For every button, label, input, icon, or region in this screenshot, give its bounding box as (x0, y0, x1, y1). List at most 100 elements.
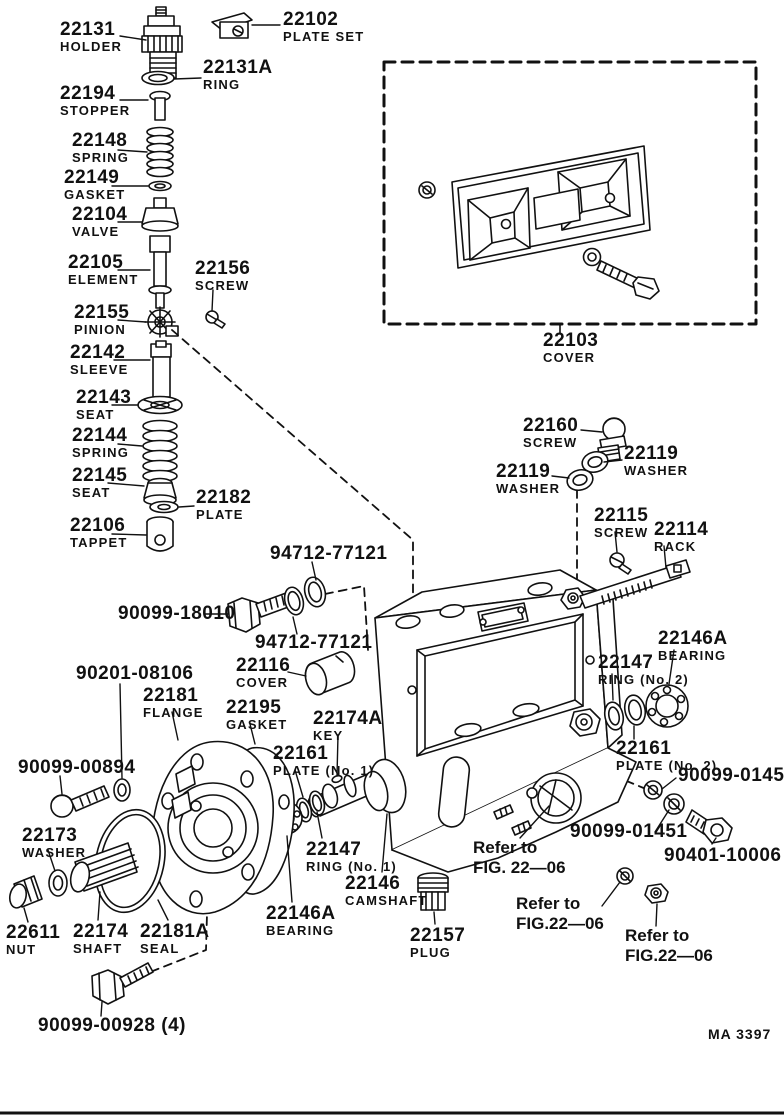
part-number: 22131A (203, 57, 273, 78)
pinion-drawing (144, 306, 179, 338)
part-number: 22611 (6, 922, 61, 943)
part-number: 22142 (70, 342, 126, 363)
label-90201-08106: 90201-08106 (76, 664, 194, 683)
part-number: 22143 (76, 387, 132, 408)
part-number: 22161 (616, 738, 672, 759)
part-name: RING (No. 2) (598, 672, 689, 687)
part-number: 90099-01451 (678, 765, 784, 786)
part-name: SCREW (523, 435, 578, 450)
part-number: 22157 (410, 925, 466, 946)
part-number: 22161 (273, 743, 329, 764)
part-name: CAMSHAFT (345, 893, 428, 908)
part-name: SPRING (72, 445, 130, 460)
label-90099-01451-a: 90099-01451 (678, 766, 784, 785)
part-name: SCREW (594, 525, 649, 540)
part-number: 22144 (72, 425, 128, 446)
part-name: SEAT (76, 407, 115, 422)
ring-22147-no1-drawing (308, 783, 339, 816)
bolt-90099-00928-drawing (91, 962, 154, 1005)
part-number: 22181A (140, 921, 210, 942)
label-90099-01451-b: 90099-01451 (570, 822, 688, 841)
part-name: KEY (313, 728, 344, 743)
part-name: NUT (6, 942, 37, 957)
part-name: TAPPET (70, 535, 128, 550)
note-line: FIG.22—06 (516, 913, 604, 933)
note-line: Refer to (473, 838, 538, 857)
part-name: PLATE (No. 2) (616, 758, 718, 773)
part-number: 22194 (60, 83, 116, 104)
nut-refer3-drawing (644, 883, 669, 904)
note-line: FIG. 22—06 (473, 857, 566, 877)
cover-22116-drawing (304, 651, 356, 696)
part-name: WASHER (22, 845, 87, 860)
plate-22182-drawing (149, 500, 179, 514)
label-90401-10006: 90401-10006 (664, 846, 782, 865)
part-number: 22131 (60, 19, 116, 40)
nut-refer2-drawing (616, 867, 634, 885)
spring-22144-drawing (142, 419, 178, 483)
part-name: FLANGE (143, 705, 204, 720)
label-94712-top: 94712-77121 (270, 544, 388, 563)
seat-22145-drawing (143, 477, 177, 506)
part-name: GASKET (226, 717, 288, 732)
cover-nut-drawing (418, 181, 436, 199)
bolt-90099-18010-drawing (227, 592, 292, 633)
part-number: 22105 (68, 252, 124, 273)
washer-90099-01451-drawing (663, 793, 685, 815)
plate-set-drawing (211, 12, 253, 39)
tappet-drawing (146, 516, 174, 552)
part-number: 90099-00894 (18, 757, 136, 778)
element-drawing (148, 235, 172, 309)
part-number: 22147 (598, 652, 654, 673)
part-name: COVER (543, 350, 596, 365)
gasket-22149-drawing (148, 180, 172, 192)
part-number: 22145 (72, 465, 128, 486)
cover-plate-drawing (451, 145, 651, 269)
part-name: SPRING (72, 150, 130, 165)
part-name: PLUG (410, 945, 451, 960)
nut-22611-drawing (8, 875, 43, 909)
part-name: ELEMENT (68, 272, 139, 287)
part-number: 22182 (196, 487, 252, 508)
part-number: 90099-18010 (118, 603, 236, 624)
screw-22115-drawing (609, 552, 632, 575)
label-90099-18010: 90099-18010 (118, 604, 236, 623)
part-number: 94712-77121 (270, 543, 388, 564)
note-refer-fig-1: Refer to FIG. 22—06 (473, 838, 566, 877)
part-number: 22155 (74, 302, 130, 323)
part-number: 22181 (143, 685, 199, 706)
part-name: GASKET (64, 187, 126, 202)
camshaft-drawing (307, 758, 407, 818)
part-number: 22146 (345, 873, 401, 894)
note-refer-fig-3: Refer to FIG.22—06 (625, 926, 713, 965)
part-number: 22119 (496, 461, 551, 482)
screw-22156-drawing (205, 310, 226, 329)
part-number: 22119 (624, 443, 679, 464)
part-number: 90201-08106 (76, 663, 194, 684)
shaft-22174-drawing (69, 842, 139, 893)
